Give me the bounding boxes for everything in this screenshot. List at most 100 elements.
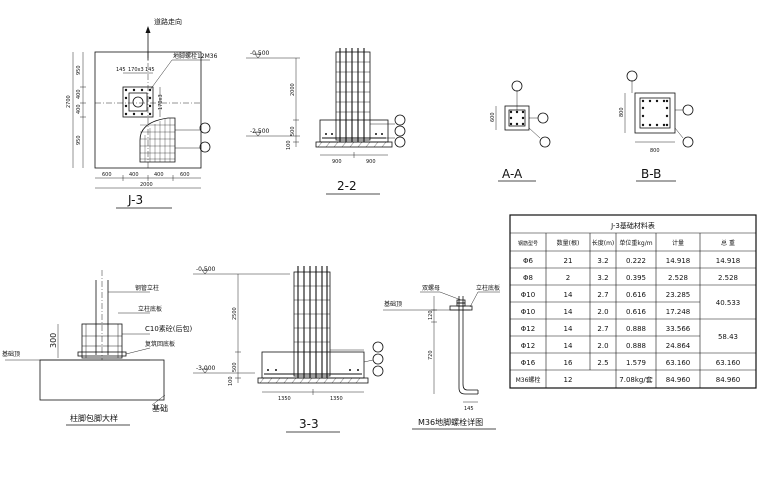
svg-text:Φ12: Φ12: [521, 342, 535, 350]
svg-text:2500: 2500: [232, 307, 238, 320]
column-plate-label: 立柱底板: [138, 305, 162, 313]
svg-text:300: 300: [49, 333, 58, 348]
foundation-label: 基础: [152, 403, 168, 413]
table-row: Φ12 14 2.0 0.888 24.864: [521, 342, 691, 350]
callout-bubble: [511, 80, 523, 92]
detail-title: M36地脚螺栓详图: [418, 417, 483, 427]
svg-text:钢筋型号: 钢筋型号: [518, 240, 538, 247]
svg-text:12: 12: [564, 376, 573, 384]
blinding-layer: [257, 377, 369, 384]
svg-text:14: 14: [564, 325, 573, 333]
svg-text:100: 100: [286, 140, 292, 150]
svg-text:170x3: 170x3: [158, 94, 164, 110]
svg-text:84.960: 84.960: [666, 376, 691, 384]
svg-text:1.579: 1.579: [626, 359, 646, 367]
svg-text:23.285: 23.285: [666, 291, 691, 299]
svg-text:17.248: 17.248: [666, 308, 691, 316]
svg-text:0.888: 0.888: [626, 325, 646, 333]
svg-text:14: 14: [564, 342, 573, 350]
callout-bubble: [537, 112, 549, 124]
elev-top: -0.500: [250, 50, 270, 57]
table-row: Φ8 2 3.2 0.395 2.528 2.528: [523, 274, 738, 282]
callout-bubble: [394, 114, 406, 126]
foundation-block: [39, 359, 165, 401]
rebar-mesh-quarter: [139, 117, 176, 163]
callout-bubble: [394, 136, 406, 148]
svg-text:120: 120: [428, 310, 434, 320]
table-row: Φ10 14 2.7 0.616 23.285: [521, 291, 690, 299]
pedestal: [293, 271, 331, 377]
footing: [319, 119, 389, 143]
column-pipe: [132, 96, 144, 108]
svg-text:1350: 1350: [330, 396, 343, 402]
elev-top: -0.500: [196, 266, 216, 273]
svg-text:2000: 2000: [140, 182, 153, 188]
svg-text:145: 145: [116, 67, 126, 73]
svg-text:24.864: 24.864: [666, 342, 691, 350]
section-2-2: -0.500 -2.500 2000 500: [246, 48, 406, 195]
svg-text:单位重kg/m: 单位重kg/m: [619, 239, 652, 247]
ground-label: 基础顶: [2, 350, 20, 358]
section-3-3: -0.500 -3.000 250: [193, 266, 384, 433]
table-row: Φ12 14 2.7 0.888 33.566: [521, 325, 691, 333]
road-direction-label: 道路走向: [154, 17, 182, 26]
anchor-bolts: [124, 88, 152, 116]
svg-text:0.222: 0.222: [626, 257, 646, 265]
plan-j3: 道路走向 地脚螺栓12M36 145 170x3 145 170x3: [66, 17, 218, 209]
svg-text:400: 400: [76, 104, 82, 114]
svg-text:500: 500: [290, 126, 296, 136]
section-title: A-A: [502, 167, 523, 181]
svg-text:500: 500: [232, 362, 238, 372]
merged-total: 58.43: [718, 333, 738, 341]
concrete-label: C10素砼(后包): [145, 324, 193, 333]
merged-total: 40.533: [716, 299, 741, 307]
svg-text:84.960: 84.960: [716, 376, 741, 384]
svg-text:16: 16: [564, 359, 573, 367]
svg-text:计量: 计量: [672, 239, 684, 247]
svg-text:2.528: 2.528: [668, 274, 688, 282]
svg-text:600: 600: [180, 172, 190, 178]
svg-text:总 重: 总 重: [721, 239, 735, 247]
svg-text:7.08kg/套: 7.08kg/套: [619, 375, 652, 384]
base-plate: [128, 92, 148, 112]
detail-column-base: 钢管立柱 立柱底板 C10素砼(后包) 复筑回底板 基础顶 基础 300 柱脚包…: [2, 270, 193, 426]
svg-text:0.616: 0.616: [626, 308, 647, 316]
svg-text:Φ10: Φ10: [521, 308, 535, 316]
section-title: 2-2: [337, 179, 357, 193]
callout-bubble: [394, 125, 406, 137]
table-row: Φ6 21 3.2 0.222 14.918 14.918: [523, 257, 740, 265]
svg-text:950: 950: [76, 135, 82, 145]
svg-text:21: 21: [564, 257, 573, 265]
svg-text:Φ12: Φ12: [521, 325, 535, 333]
svg-text:100: 100: [228, 376, 234, 386]
arrow-head-icon: [145, 26, 151, 33]
svg-text:长度(m): 长度(m): [592, 239, 615, 247]
svg-text:3.2: 3.2: [597, 257, 608, 265]
svg-text:400: 400: [129, 172, 139, 178]
svg-text:400: 400: [76, 89, 82, 99]
svg-text:2.5: 2.5: [597, 359, 608, 367]
section-b-b: 800 800 B-B: [619, 70, 694, 182]
callout-bubble: [199, 122, 211, 134]
svg-text:Φ8: Φ8: [523, 274, 533, 282]
svg-text:M36螺栓: M36螺栓: [516, 376, 541, 384]
svg-text:145: 145: [145, 67, 155, 73]
svg-text:Φ6: Φ6: [523, 257, 534, 265]
table-header-row: 钢筋型号 数量(根) 长度(m) 单位重kg/m 计量 总 重: [518, 239, 735, 247]
svg-text:14.918: 14.918: [666, 257, 691, 265]
svg-text:600: 600: [102, 172, 112, 178]
material-table: J-3基础材料表 钢筋型号 数量(根) 长度(m) 单位重kg/m 计量 总 重…: [509, 214, 757, 389]
svg-text:400: 400: [154, 172, 164, 178]
svg-text:1350: 1350: [278, 396, 291, 402]
callout-bubble: [199, 141, 211, 153]
svg-text:3.2: 3.2: [597, 274, 608, 282]
table-title: J-3基础材料表: [610, 221, 655, 230]
callout-bubble: [682, 136, 694, 148]
detail-title: 柱脚包脚大样: [70, 413, 118, 423]
svg-text:2700: 2700: [66, 95, 72, 108]
svg-text:800: 800: [650, 148, 660, 154]
svg-text:14: 14: [564, 308, 573, 316]
callout-bubble: [682, 104, 694, 116]
svg-text:14.918: 14.918: [716, 257, 741, 265]
